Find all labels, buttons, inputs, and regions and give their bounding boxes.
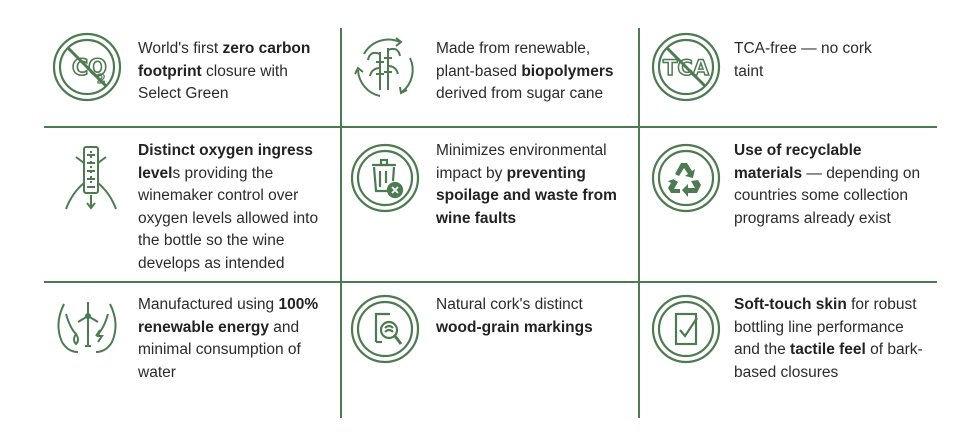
feature-text: Natural cork's distinct wood-grain marki…: [436, 294, 631, 339]
feature-text-regular: s providing the winemaker control over o…: [138, 164, 319, 272]
feature-text-regular: Minimizes environmental impact by: [436, 142, 607, 182]
row-divider: [44, 281, 937, 283]
feature-text-regular: of bark-based closures: [734, 341, 923, 381]
feature-text: Minimizes environmental impact by preven…: [436, 140, 631, 230]
feature-text-bold: 100% renewable energy: [138, 296, 319, 336]
feature-text: Made from renewable, plant-based biopoly…: [436, 38, 631, 106]
feature-text-bold: zero carbon footprint: [138, 40, 311, 80]
feature-text-bold: Distinct oxygen ingress level: [138, 142, 313, 182]
svg-text:2: 2: [97, 72, 105, 86]
feature-text-regular: World's first: [138, 40, 223, 57]
feature-text: Use of recyclable materials — depending …: [734, 140, 924, 230]
feature-text-regular: derived from sugar cane: [436, 85, 604, 102]
column-divider: [638, 28, 640, 418]
feature-text-bold: tactile feel: [790, 341, 866, 358]
feature-text-regular: and minimal consumption of water: [138, 318, 301, 381]
oxygen-ingress-cork-icon: [56, 143, 126, 213]
renewable-energy-hands-icon: [52, 294, 122, 364]
feature-text-regular: closure with Select Green: [138, 62, 288, 103]
wood-grain-magnifier-icon: [350, 294, 420, 364]
no-waste-bin-icon: [350, 143, 420, 213]
recycle-icon: [651, 143, 721, 213]
feature-text-regular: Made from renewable, plant-based: [436, 40, 591, 80]
feature-text-bold: preventing spoilage and waste from wine …: [436, 164, 617, 227]
feature-text-regular: Natural cork's distinct: [436, 296, 583, 313]
no-co2-icon: CO 2: [52, 32, 122, 102]
row-divider: [44, 126, 937, 128]
feature-text-bold: Soft-touch skin: [734, 296, 847, 313]
no-tca-icon: TCA: [651, 32, 721, 102]
feature-text: World's first zero carbon footprint clos…: [138, 38, 333, 106]
column-divider: [340, 28, 342, 418]
feature-text: Soft-touch skin for robust bottling line…: [734, 294, 924, 384]
feature-text-regular: for robust bottling line performance and…: [734, 296, 917, 358]
feature-text-bold: Use of recyclable materials: [734, 142, 862, 182]
feature-text: TCA-free — no cork taint: [734, 38, 904, 83]
soft-touch-check-icon: [651, 294, 721, 364]
feature-text: Distinct oxygen ingress levels providing…: [138, 140, 333, 275]
feature-text-bold: biopolymers: [521, 62, 614, 80]
feature-text-bold: wood-grain markings: [436, 318, 593, 336]
sugar-cane-recycle-icon: [350, 32, 420, 102]
feature-text-regular: Manufactured using: [138, 296, 279, 313]
feature-text: Manufactured using 100% renewable energy…: [138, 294, 333, 384]
feature-text-regular: — depending on countries some collection…: [734, 164, 921, 227]
feature-text-regular: TCA-free — no cork taint: [734, 40, 872, 80]
